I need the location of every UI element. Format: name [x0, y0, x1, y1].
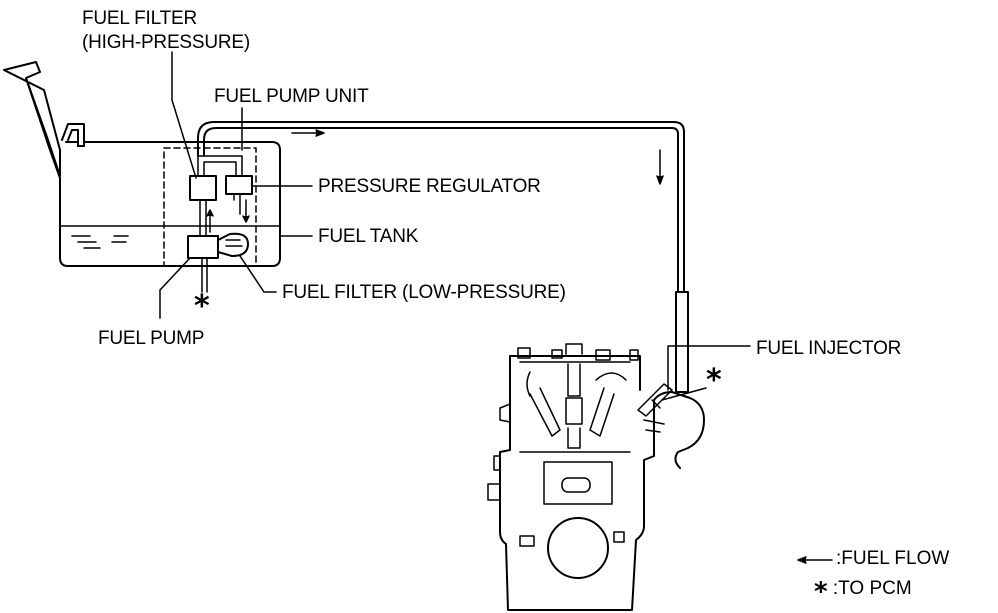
label-fuel-pump-unit: FUEL PUMP UNIT	[214, 86, 369, 107]
label-fuel-injector: FUEL INJECTOR	[756, 338, 902, 359]
fuel-pump-unit	[163, 147, 257, 267]
label-fuel-filter-low-pressure: FUEL FILTER (LOW-PRESSURE)	[282, 282, 566, 303]
pump-unit-piping	[197, 155, 243, 293]
label-fuel-filter-high-pressure-line1: FUEL FILTER	[82, 8, 197, 29]
label-fuel-pump: FUEL PUMP	[98, 328, 205, 349]
internal-flow-arrows	[206, 199, 250, 233]
pressure-regulator	[225, 175, 253, 195]
fuel-injector	[637, 383, 673, 417]
label-pressure-regulator: PRESSURE REGULATOR	[318, 176, 541, 197]
fuel-flow-arrow-top	[291, 129, 325, 137]
to-pcm-marker-injector: *	[706, 363, 722, 398]
leader-lines	[159, 51, 751, 401]
fuel-pump	[187, 235, 219, 259]
label-fuel-filter-high-pressure-line2: (HIGH-PRESSURE)	[82, 32, 251, 53]
legend-to-pcm: * :TO PCM	[814, 577, 912, 607]
legend-to-pcm-symbol: *	[814, 577, 828, 607]
fuel-supply-line	[197, 121, 689, 393]
to-pcm-marker-pump: *	[194, 289, 210, 324]
legend-fuel-flow: :FUEL FLOW	[836, 548, 949, 570]
fuel-filter-low-pressure	[217, 232, 249, 257]
fuel-tank	[3, 61, 281, 267]
fuel-filter-high-pressure	[189, 175, 217, 201]
legend-to-pcm-text: :TO PCM	[832, 578, 912, 599]
legend-fuel-flow-arrow	[797, 556, 833, 564]
legend-fuel-flow-text: :FUEL FLOW	[836, 548, 950, 569]
engine	[487, 343, 705, 611]
label-fuel-tank: FUEL TANK	[318, 226, 419, 247]
fuel-flow-arrow-down	[656, 149, 664, 185]
